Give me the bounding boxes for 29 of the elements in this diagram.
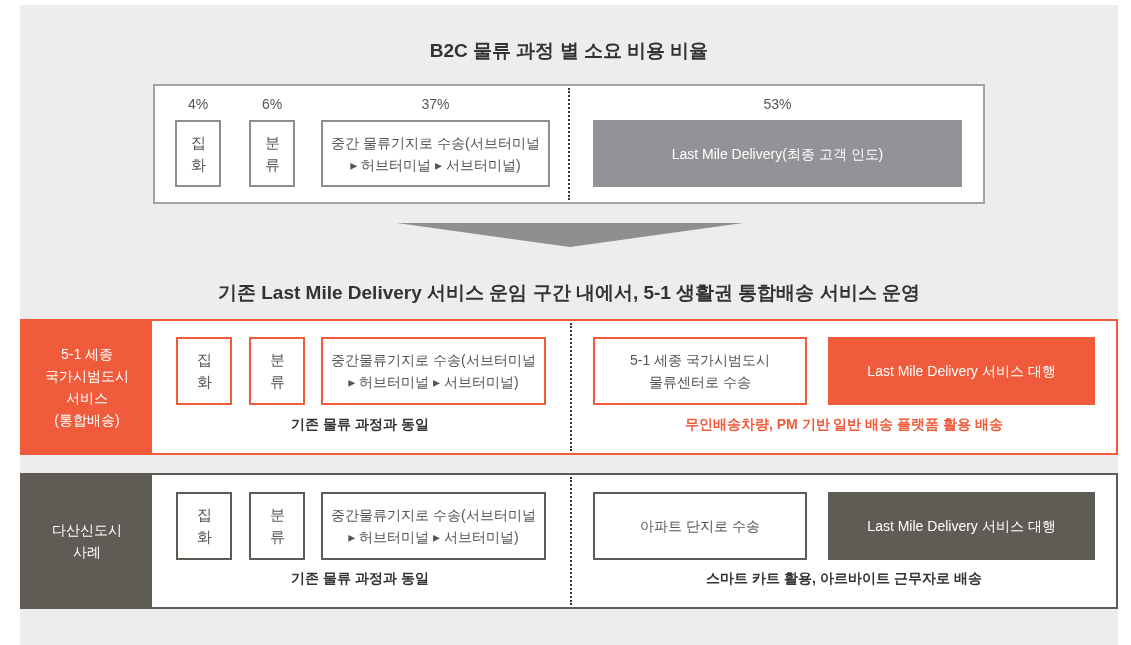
process-box: 아파트 단지로 수송 bbox=[593, 492, 807, 560]
process-box: 집화 bbox=[175, 120, 221, 187]
process-box: 분류 bbox=[249, 337, 305, 405]
caption: 기존 물류 과정과 동일 bbox=[290, 416, 430, 434]
percentage-label: 4% bbox=[186, 96, 210, 112]
caption: 스마트 카트 활용, 아르바이트 근무자로 배송 bbox=[705, 570, 983, 588]
process-box: Last Mile Delivery(최종 고객 인도) bbox=[593, 120, 962, 187]
row-panel bbox=[20, 319, 1118, 455]
process-box: 중간 물류기지로 수송(서브터미널 ▸ 허브터미널 ▸ 서브터미널) bbox=[321, 120, 550, 187]
percentage-label: 53% bbox=[762, 96, 793, 112]
row-header: 5-1 세종 국가시범도시 서비스(통합배송) bbox=[22, 321, 152, 453]
percentage-label: 6% bbox=[260, 96, 284, 112]
process-box: 5-1 세종 국가시범도시 물류센터로 수송 bbox=[593, 337, 807, 405]
caption: 무인배송차량, PM 기반 일반 배송 플랫폼 활용 배송 bbox=[683, 416, 1005, 434]
subheading: 기존 Last Mile Delivery 서비스 운임 구간 내에서, 5-1 생활권 통합배송 서비스 운영 bbox=[216, 281, 921, 305]
process-box: Last Mile Delivery 서비스 대행 bbox=[828, 337, 1095, 405]
process-box: 분류 bbox=[249, 492, 305, 560]
panel-box bbox=[153, 84, 985, 204]
process-box: 중간물류기지로 수송(서브터미널 ▸ 허브터미널 ▸ 서브터미널) bbox=[321, 492, 546, 560]
process-box: 중간물류기지로 수송(서브터미널 ▸ 허브터미널 ▸ 서브터미널) bbox=[321, 337, 546, 405]
process-box: 분류 bbox=[249, 120, 295, 187]
row-panel bbox=[20, 473, 1118, 609]
caption: 기존 물류 과정과 동일 bbox=[290, 570, 430, 588]
row-header: 다산신도시 사례 bbox=[22, 475, 152, 607]
process-box: 집화 bbox=[176, 337, 232, 405]
title: B2C 물류 과정 별 소요 비용 비율 bbox=[428, 39, 710, 63]
percentage-label: 37% bbox=[420, 96, 451, 112]
process-box: 집화 bbox=[176, 492, 232, 560]
process-box: Last Mile Delivery 서비스 대행 bbox=[828, 492, 1095, 560]
